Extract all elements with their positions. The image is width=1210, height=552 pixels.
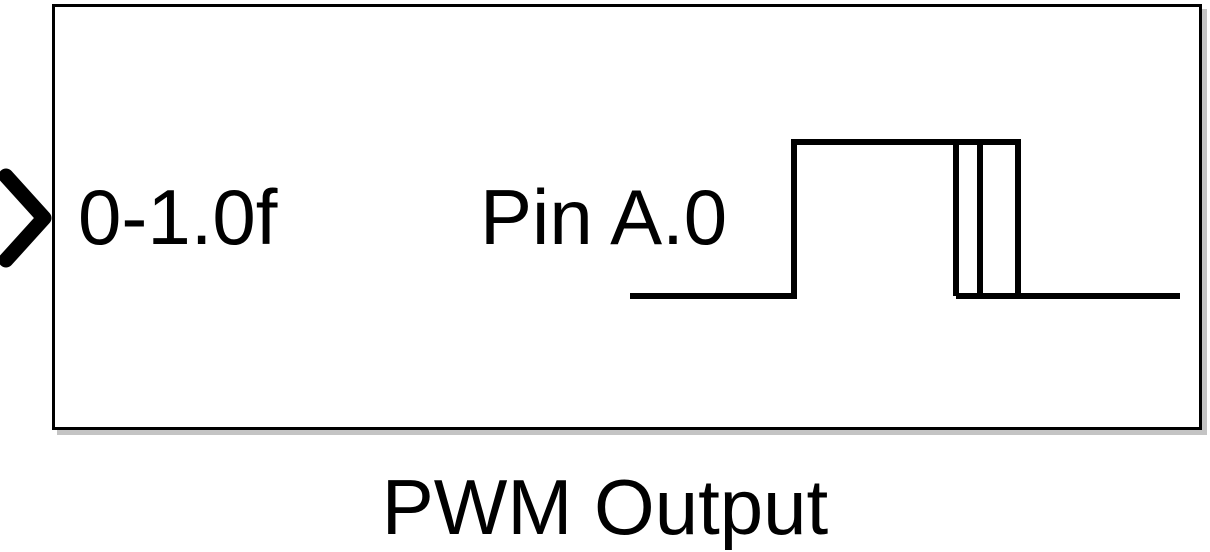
input-range-label: 0-1.0f [78, 173, 278, 261]
pin-label: Pin A.0 [480, 173, 728, 261]
block-name-label: PWM Output [381, 463, 829, 551]
pwm-waveform-icon [630, 139, 1180, 299]
input-port-chevron-icon[interactable] [0, 166, 52, 270]
pwm-output-block[interactable] [52, 4, 1202, 430]
